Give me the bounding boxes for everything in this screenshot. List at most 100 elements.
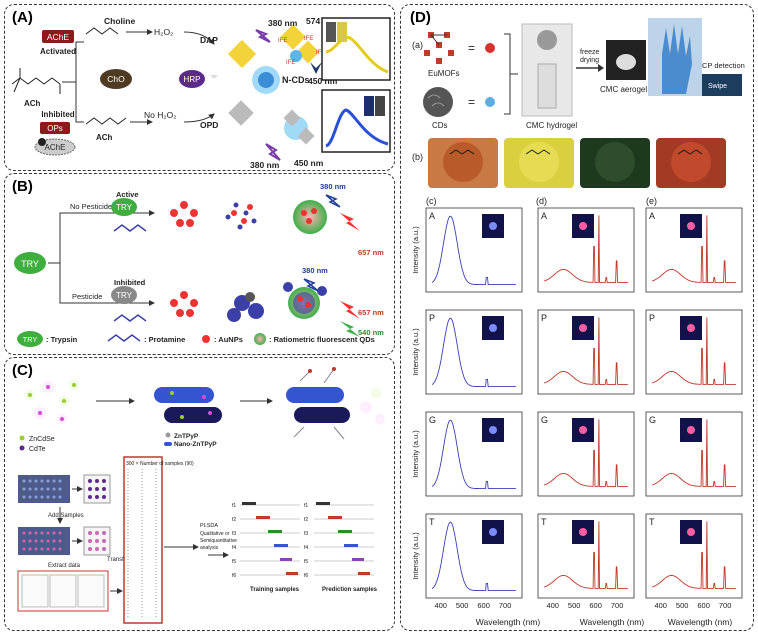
extract-data-label: Extract data bbox=[48, 563, 81, 569]
ache-inhibited-label: AChE bbox=[45, 143, 66, 152]
legend-qds: : Ratiometric fluorescent QDs bbox=[269, 335, 375, 344]
tick-label: 700 bbox=[719, 601, 732, 610]
no-h2o2-label: No H₂O₂ bbox=[144, 110, 177, 120]
svg-text:analysis: analysis bbox=[200, 545, 219, 551]
tick-label: 600 bbox=[697, 601, 710, 610]
blue-cluster bbox=[283, 109, 315, 145]
ache-activated-label: AChE bbox=[47, 32, 70, 42]
training-label: Training samples bbox=[250, 587, 300, 593]
panel-c bbox=[4, 357, 395, 631]
panel-d bbox=[400, 4, 754, 631]
lightning-green-icon bbox=[340, 321, 360, 337]
tick-label: 400 bbox=[434, 601, 447, 610]
matrix-header: 300 × Number of samples (90) bbox=[126, 461, 194, 467]
qd-scatter bbox=[24, 379, 80, 425]
xlabel-e: Wavelength (nm) bbox=[668, 617, 733, 627]
ops-label: OPs bbox=[47, 124, 63, 133]
lightning-bottom-icon bbox=[265, 143, 281, 161]
aunp-cluster-bottom bbox=[170, 291, 198, 317]
lightning-red-top-icon bbox=[340, 213, 360, 231]
cds-icon bbox=[423, 87, 453, 117]
aunp-cluster-top bbox=[170, 201, 198, 227]
tick-label: 600 bbox=[477, 601, 490, 610]
em-top-b-label: 657 nm bbox=[358, 248, 384, 257]
nano-zntpyp-label: Nano-ZnTPyP bbox=[174, 441, 217, 448]
ex-top-label: 380 nm bbox=[268, 18, 298, 28]
row-label-f5: f5 bbox=[232, 559, 236, 565]
spectrum-curve bbox=[651, 317, 736, 385]
eumofs-label: EuMOFs bbox=[428, 69, 460, 78]
dispersed-top bbox=[225, 202, 257, 230]
spectrum-frame bbox=[425, 207, 523, 293]
eumofs-dot bbox=[485, 43, 495, 53]
panel-b-label: (B) bbox=[12, 178, 33, 195]
panel-a bbox=[4, 4, 395, 171]
ylabel: Intensity (a.u.) bbox=[411, 532, 420, 580]
row-letter: T bbox=[541, 517, 547, 527]
panel-c-label: (C) bbox=[12, 362, 33, 379]
pesticide-label: Pesticide bbox=[72, 292, 102, 301]
svg-text:f1: f1 bbox=[304, 503, 308, 509]
zncdse-label: ZnCdSe bbox=[29, 436, 55, 443]
ylabel: Intensity (a.u.) bbox=[411, 430, 420, 478]
row-letter: G bbox=[649, 415, 656, 425]
try-active-label: TRY bbox=[116, 203, 133, 212]
tick-label: 500 bbox=[456, 601, 469, 610]
sub-b-label: (b) bbox=[412, 152, 423, 162]
prediction-label: Prediction samples bbox=[322, 587, 378, 593]
cmc-aerogel-label: CMC aerogel bbox=[600, 85, 647, 94]
legend-protamine: : Protamine bbox=[144, 335, 185, 344]
lightning-blue-bottom-icon bbox=[303, 278, 319, 292]
ife-label-3: IFE bbox=[286, 60, 295, 66]
row-letter: P bbox=[649, 313, 655, 323]
ach-right-label: ACh bbox=[96, 133, 113, 142]
em-450-bottom-label: 450 nm bbox=[294, 158, 324, 168]
ylabel: Intensity (a.u.) bbox=[411, 328, 420, 376]
swipe-label: Swipe bbox=[708, 83, 727, 90]
em-bottom-red-label: 657 nm bbox=[358, 308, 384, 317]
svg-text:drying: drying bbox=[580, 57, 599, 64]
dap-label: DAP bbox=[200, 35, 218, 45]
spectrum-curve bbox=[651, 215, 736, 283]
h2o2-label: H₂O₂ bbox=[154, 27, 173, 37]
panel-d-top: (a) EuMOFs = CDs = CMC hydrogel freeze d… bbox=[412, 18, 745, 188]
panel-b bbox=[4, 173, 395, 355]
ife-label-1: IFE bbox=[278, 38, 287, 44]
aggregate-bottom bbox=[227, 292, 264, 322]
spectrum-curve bbox=[431, 215, 516, 286]
row-letter: P bbox=[429, 313, 435, 323]
em-574-label: 574 nm bbox=[306, 16, 336, 26]
spectrum-curve bbox=[431, 317, 516, 388]
spectrum-curve bbox=[651, 521, 736, 589]
opd-label: OPD bbox=[200, 120, 218, 130]
transfer-line-1: Transfer bbox=[107, 557, 129, 563]
panel-a-diagram: AChE Activated Inhibited ACh OPs AChE Ch… bbox=[11, 16, 391, 170]
tick-label: 500 bbox=[568, 601, 581, 610]
nano-zntpyp-rods bbox=[154, 387, 222, 423]
sub-e-label: (e) bbox=[646, 196, 657, 206]
transfer-label: Transfer bbox=[107, 557, 129, 563]
ex-bottom-label: 380 nm bbox=[250, 160, 280, 170]
tick-label: 700 bbox=[499, 601, 512, 610]
row-label-f6: f6 bbox=[232, 573, 236, 579]
spectrum-frame bbox=[425, 411, 523, 497]
opd-crystal bbox=[228, 100, 254, 126]
legend-try-icon: TRY bbox=[23, 335, 38, 344]
row-letter: P bbox=[541, 313, 547, 323]
cds-label: CDs bbox=[432, 121, 448, 130]
spectrum-curve bbox=[543, 317, 628, 385]
row-letter: A bbox=[649, 211, 655, 221]
legend-trypsin: : Trypsin bbox=[46, 335, 78, 344]
ylabel: Intensity (a.u.) bbox=[411, 226, 420, 274]
plate-3 bbox=[18, 527, 70, 555]
row-letter: G bbox=[541, 415, 548, 425]
active-label: Active bbox=[116, 190, 139, 199]
legend-aunps: : AuNPs bbox=[214, 335, 243, 344]
ach-left-label: ACh bbox=[24, 99, 41, 108]
cds-dot bbox=[485, 97, 495, 107]
zntpyp-label: ZnTPyP bbox=[174, 433, 199, 440]
no-pesticide-label: No Pesticide bbox=[70, 202, 112, 211]
plate-1 bbox=[18, 475, 70, 503]
panel-d-label: (D) bbox=[410, 9, 431, 26]
